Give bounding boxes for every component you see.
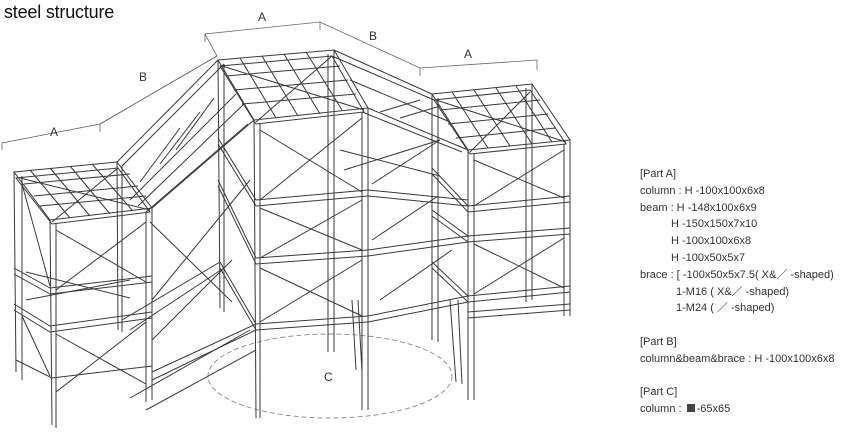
part-a-brace-3: 1-M24 ( ／ -shaped) — [676, 302, 775, 315]
left-tower — [13, 161, 153, 428]
specification-panel: [Part A] column : H -100x100x6x8 beam : … — [640, 166, 857, 418]
part-a-beam-3: H -100x100x6x8 — [671, 235, 752, 248]
part-b-line: column&beam&brace : H -100x100x6x8 — [640, 352, 835, 365]
dimension-label-c: C — [324, 370, 333, 384]
part-a-heading: [Part A] — [640, 168, 677, 180]
center-tower — [217, 49, 369, 419]
right-tower — [431, 83, 571, 400]
part-a-brace-1: brace : [ -100x50x5x7.5( X&／ -shaped) — [640, 268, 834, 281]
dimension-label-a-left: A — [50, 125, 58, 139]
part-c-heading: [Part C] — [640, 386, 678, 399]
dimension-label-a-center: A — [258, 10, 266, 24]
dimension-label-b-right: B — [369, 29, 377, 43]
part-a-brace-2: 1-M16 ( X&／ -shaped) — [676, 285, 790, 298]
part-c-column-prefix: column : — [640, 403, 685, 416]
dimension-label-a-right: A — [464, 47, 472, 61]
part-c-column-value: -65x65 — [696, 403, 731, 416]
part-a-column: column : H -100x100x6x8 — [640, 184, 765, 197]
dimension-label-b-left: B — [139, 70, 147, 84]
part-a-beam-4: H -100x50x5x7 — [671, 251, 745, 264]
part-a-beam-1: beam : H -148x100x6x9 — [640, 201, 757, 214]
part-c-column: column : -65x65 — [640, 401, 857, 418]
part-b-heading: [Part B] — [640, 335, 677, 348]
right-bridge — [331, 49, 469, 323]
filled-square-icon — [686, 404, 695, 413]
part-a-beam-2: H -150x150x7x10 — [671, 218, 758, 231]
left-bridge — [116, 59, 257, 411]
dimension-lines — [1, 21, 538, 150]
part-c-columns — [327, 299, 363, 373]
page-title: steel structure — [4, 2, 115, 22]
steel-structure-drawing: A B A B A C — [1, 10, 571, 428]
